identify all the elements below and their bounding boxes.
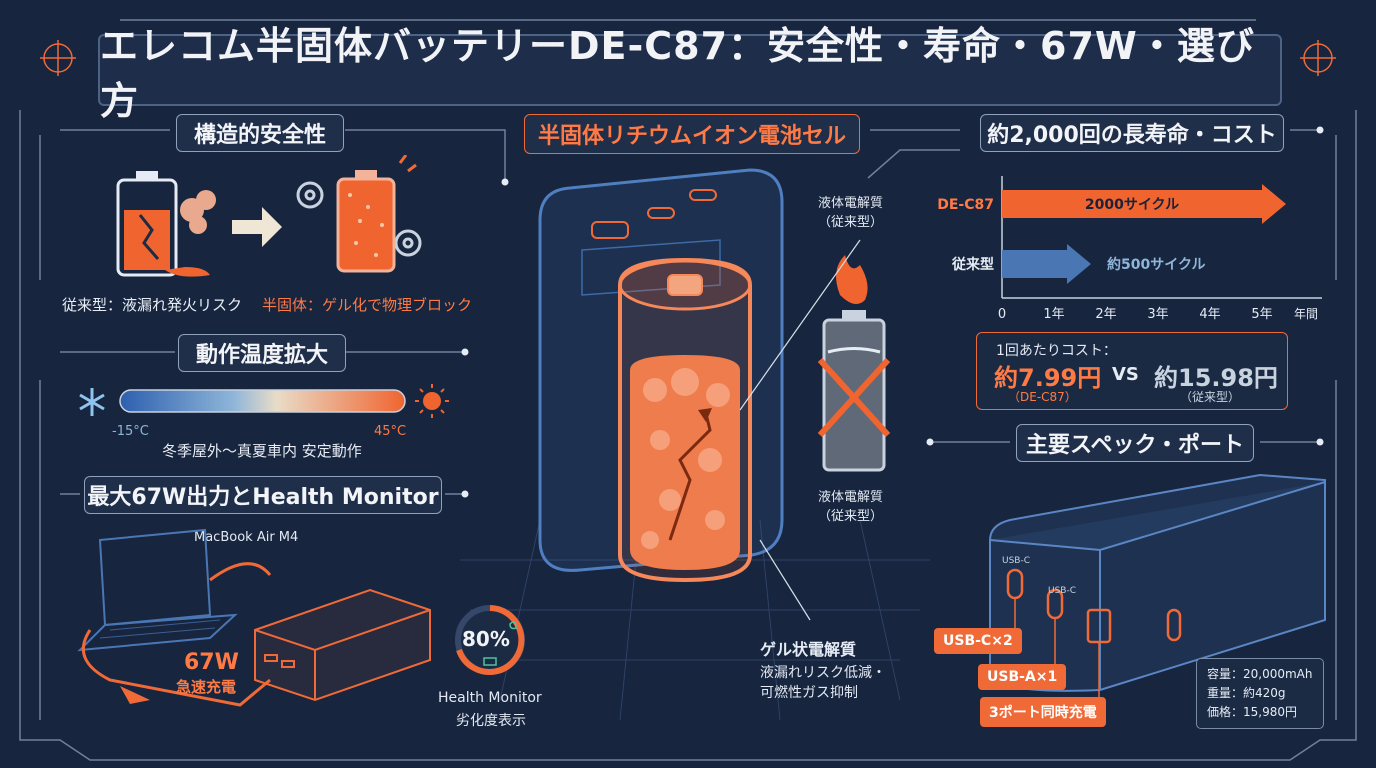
de-cost-name: （DE-C87） (1008, 390, 1077, 404)
simul-tag: 3ポート同時充電 (980, 697, 1106, 727)
usba-tag: USB-A×1 (978, 664, 1067, 690)
semisolid-caption: 半固体：ゲル化で物理ブロック (262, 296, 473, 314)
bar-de-c87 (1002, 184, 1286, 224)
usbc-tag: USB-C×2 (934, 628, 1022, 654)
per-cost-label: 1回あたりコスト： (996, 343, 1117, 359)
capacity-spec: 容量：20,000mAh (1207, 667, 1313, 681)
conv-cost-name: （従来型） (1180, 390, 1241, 404)
sun-icon (415, 384, 449, 418)
watt-label: 67W (184, 650, 239, 675)
battery-cell-icon (618, 257, 752, 583)
x-tick-label: 3年 (1147, 307, 1168, 322)
safety-section-title: 構造的安全性 (176, 114, 344, 152)
value-label: 2000サイクル (1085, 197, 1179, 213)
liquid-label-bottom: 液体電解質 （従来型） (818, 490, 884, 524)
de-cost: 約7.99円 (994, 364, 1102, 392)
page-title: エレコム半固体バッテリーDE-C87：安全性・寿命・67W・選び方 (98, 24, 1282, 123)
device-label: MacBook Air M4 (194, 530, 299, 545)
health-title: Health Monitor (438, 690, 542, 706)
x-tick-label: 4年 (1199, 307, 1220, 322)
broken-battery-icon (116, 171, 210, 277)
charge-label: 急速充電 (176, 678, 237, 696)
x-unit-label: 年間 (1294, 307, 1318, 321)
temperature-bar (79, 384, 449, 418)
liquid-label-top: 液体電解質 （従来型） (818, 196, 884, 230)
price-spec: 価格：15,980円 (1207, 705, 1297, 719)
semisolid-battery-icon (336, 170, 396, 273)
callout-lines (739, 239, 861, 621)
cross-icon (817, 357, 891, 438)
port-c1-label: USB-C (1002, 556, 1031, 566)
battery-cell-illustration (538, 168, 784, 583)
gear-icon (296, 181, 422, 257)
cost-box (976, 332, 1288, 410)
snowflake-icon (79, 388, 105, 416)
arrow-right-icon (232, 207, 282, 247)
x-tick-label: 2年 (1095, 307, 1116, 322)
conv-cost: 約15.98円 (1154, 364, 1278, 392)
temp-range-caption: 冬季屋外〜真夏車内 安定動作 (162, 442, 362, 460)
x-tick-label: 5年 (1251, 307, 1272, 322)
temp-max-label: 45°C (374, 424, 407, 439)
port-c2-label: USB-C (1048, 586, 1077, 596)
temperature-section-title: 動作温度拡大 (178, 334, 346, 372)
laptop-icon (77, 528, 238, 652)
category-label: DE-C87 (937, 197, 994, 213)
smoke-icon (180, 190, 216, 234)
health-gauge (455, 605, 525, 675)
conventional-caption: 従来型：液漏れ発火リスク (62, 296, 243, 314)
bar-conventional (1002, 244, 1091, 284)
x-tick-label: 0 (998, 307, 1006, 322)
power-bank-icon (254, 588, 431, 702)
cell-section-title: 半固体リチウムイオン電池セル (524, 114, 860, 154)
laptop-charging-illustration (77, 528, 431, 707)
life-section-title: 約2,000回の長寿命・コスト (980, 114, 1284, 152)
ports-illustration (989, 473, 1326, 698)
spark-icon (398, 155, 417, 173)
temp-min-label: -15°C (112, 424, 149, 439)
liquid-battery-illustration (817, 255, 891, 472)
flame-icon (836, 255, 868, 304)
specs-section-title: 主要スペック・ポート (1016, 424, 1254, 462)
x-tick-label: 1年 (1043, 307, 1064, 322)
safety-illustration (116, 155, 422, 277)
power-bank-side-icon (989, 473, 1326, 692)
value-label: 約500サイクル (1107, 256, 1206, 273)
health-percent: 80% (462, 627, 510, 651)
category-label: 従来型 (951, 256, 994, 273)
output-section-title: 最大67W出力とHealth Monitor (84, 476, 442, 514)
health-description: 劣化度表示 (456, 713, 526, 729)
gel-label: ゲル状電解質 (760, 640, 857, 659)
spec-box: 容量：20,000mAh 重量：約420g 価格：15,980円 (1196, 658, 1324, 729)
battery-small-icon (483, 657, 497, 666)
gel-description: 液漏れリスク低減・ 可燃性ガス抑制 (760, 665, 886, 701)
leaf-icon (509, 621, 517, 630)
weight-spec: 重量：約420g (1207, 686, 1286, 700)
vs-label: VS (1112, 364, 1139, 385)
